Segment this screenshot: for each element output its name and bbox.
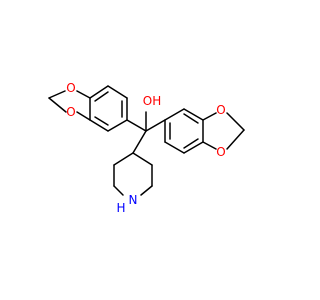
oxygen-label-left-bottom: O: [66, 105, 75, 119]
right-benzene-ring: [164, 108, 204, 154]
central-carbon-bonds: [126, 111, 166, 154]
structure-drawing: O O OH O O N H: [48, 81, 245, 215]
oxygen-label-right-top: O: [216, 103, 225, 117]
right-dioxole-ring: [202, 112, 245, 150]
piperidine-ring: [113, 152, 153, 196]
left-benzene-ring: [89, 85, 128, 132]
oxygen-label-right-bottom: O: [216, 145, 225, 159]
hydrogen-label: H: [116, 201, 125, 215]
nitrogen-label: N: [129, 193, 138, 207]
left-dioxole-ring: [48, 90, 91, 121]
oxygen-label-left-top: O: [66, 81, 75, 95]
hydroxyl-label: OH: [143, 94, 161, 108]
molecule-diagram: O O OH O O N H: [48, 81, 245, 215]
